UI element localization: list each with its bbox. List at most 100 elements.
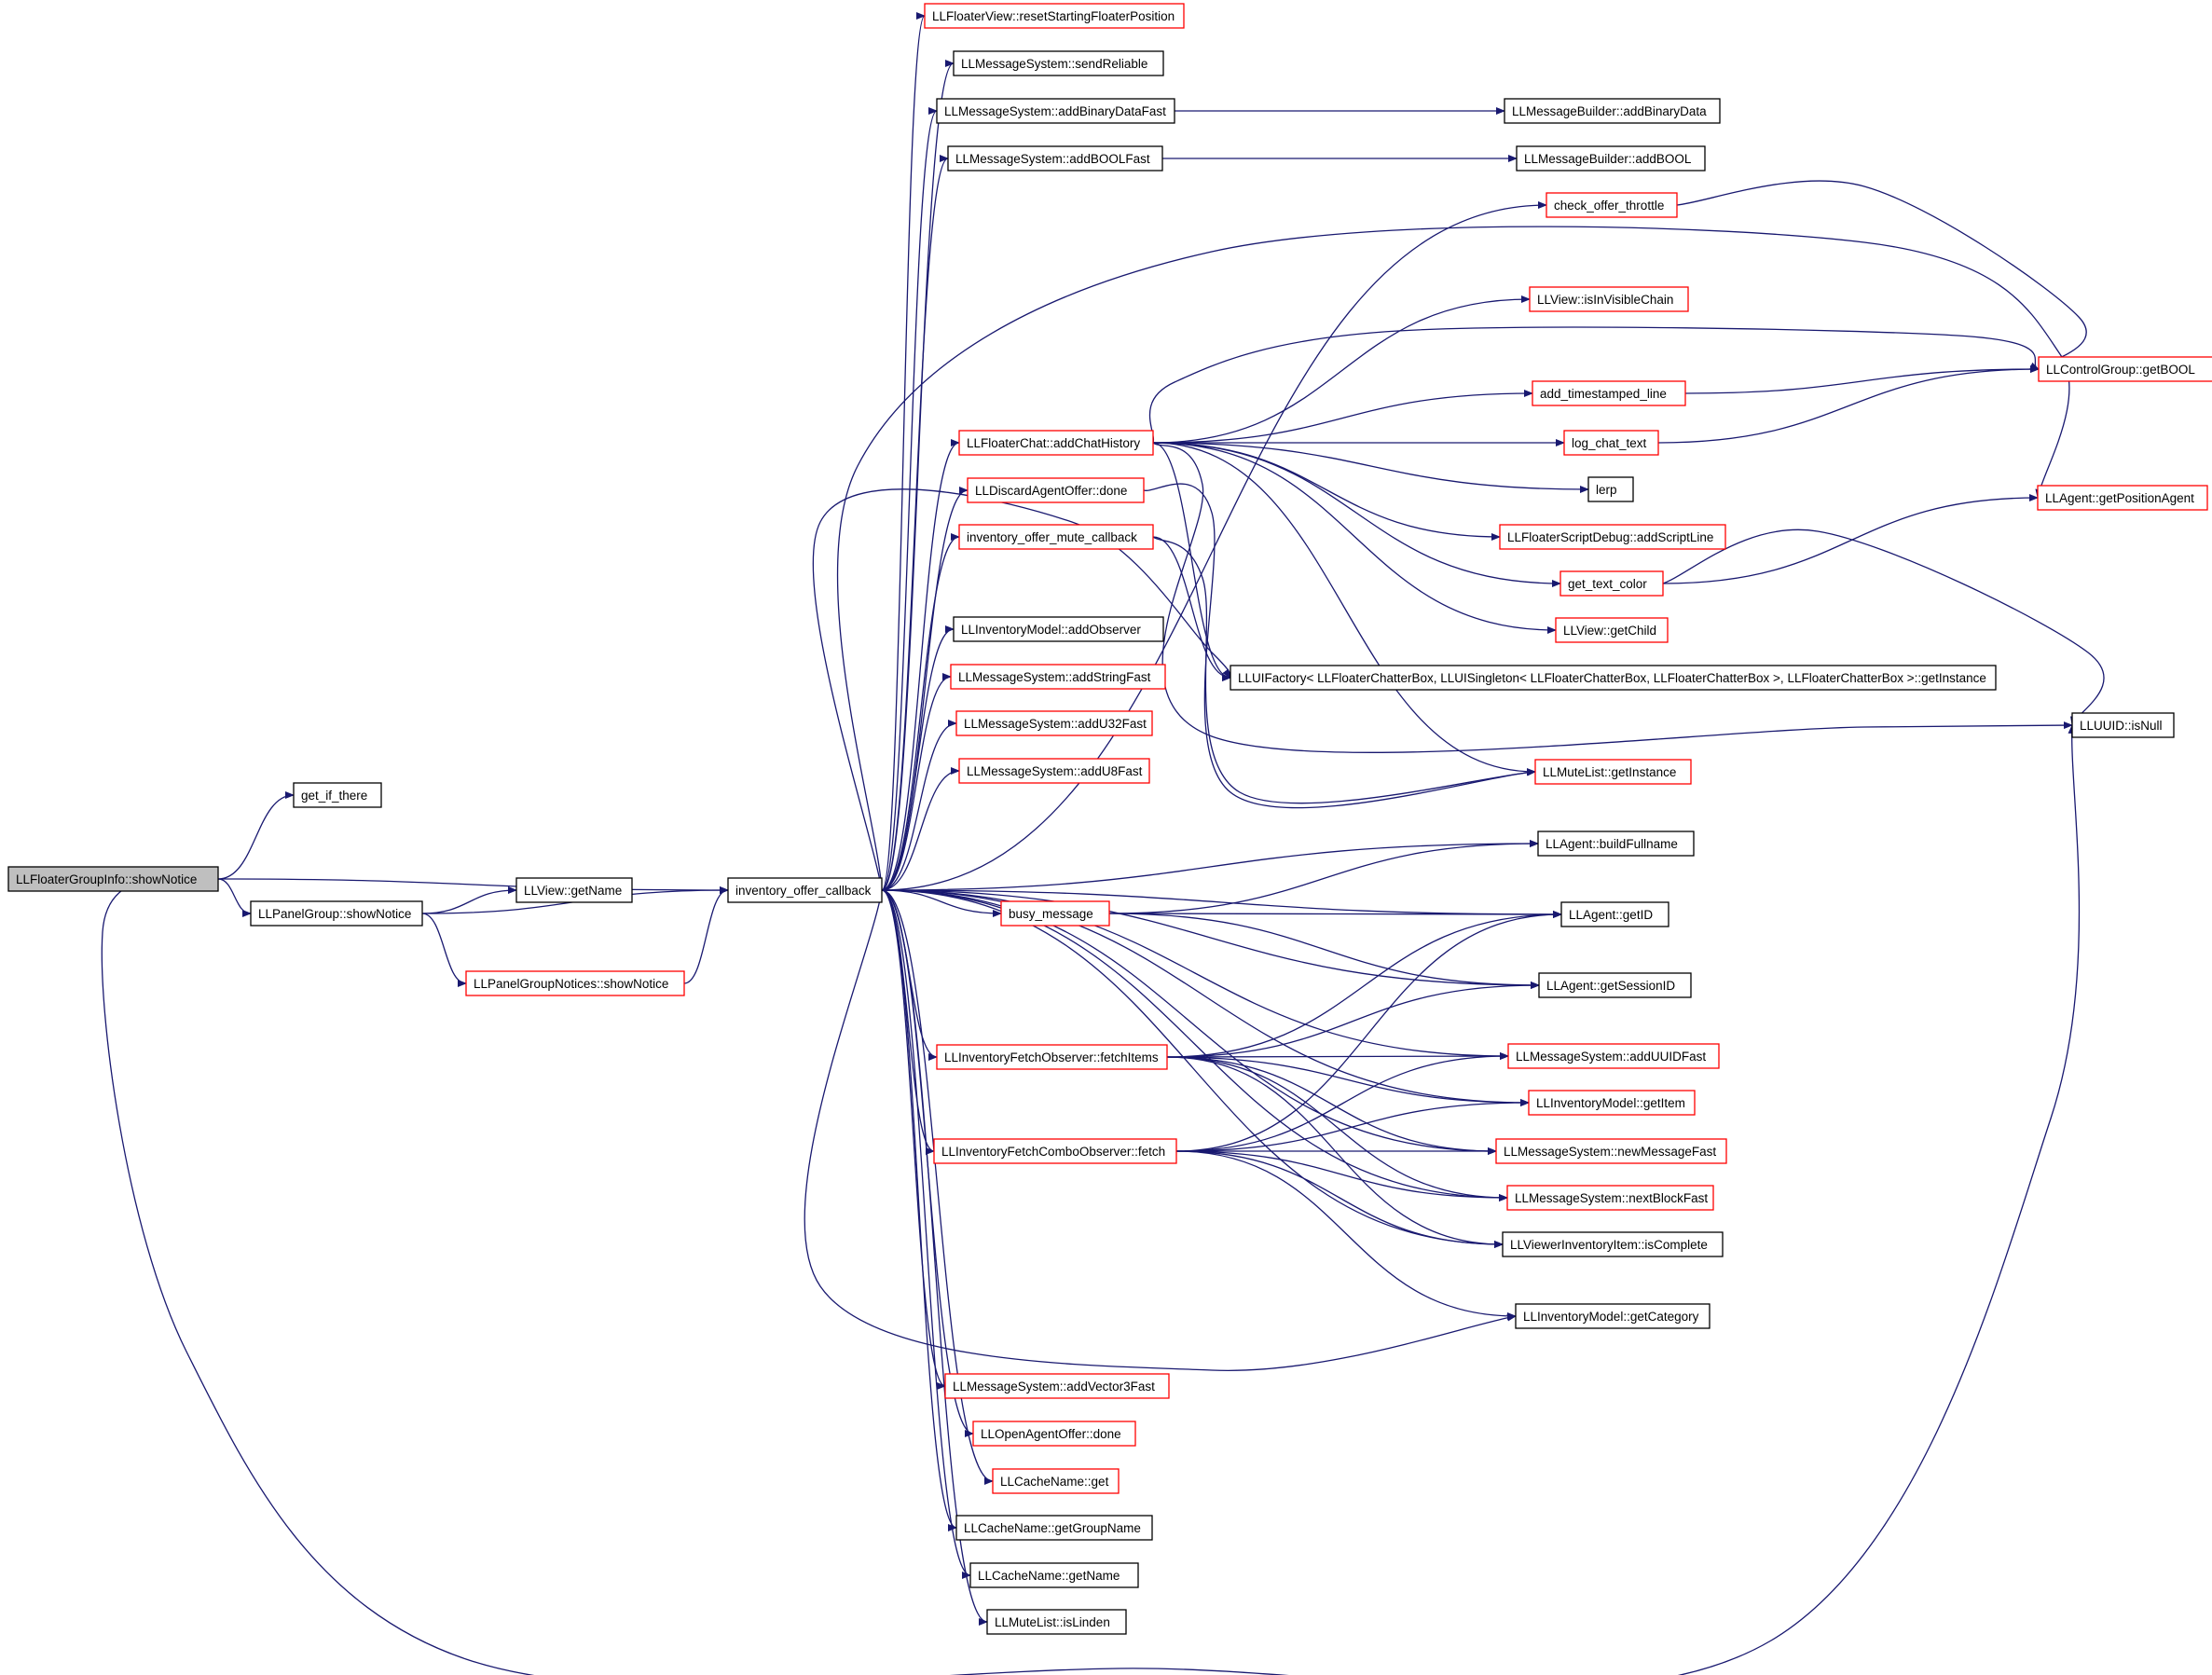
node-label: LLFloaterScriptDebug::addScriptLine [1507,530,1713,544]
edge-ioc-to-resetfloater [881,12,926,891]
node-viewgetname[interactable]: LLView::getName [515,877,633,903]
node-getpositionagent[interactable]: LLAgent::getPositionAgent [2037,485,2208,511]
node-addboolfast[interactable]: LLMessageSystem::addBOOLFast [947,145,1163,172]
edge-mutecallback-to-mutelistinstance [1152,536,1536,804]
edge-ioc-to-addbinarydatafast [881,107,938,891]
node-cachegetname[interactable]: LLCacheName::getName [969,1562,1139,1588]
node-label: LLDiscardAgentOffer::done [975,484,1127,498]
node-viewgetchild[interactable]: LLView::getChild [1555,617,1669,643]
node-openagentoffer[interactable]: LLOpenAgentOffer::done [972,1421,1136,1447]
node-mutelistinstance[interactable]: LLMuteList::getInstance [1534,759,1692,785]
node-adduuidfast[interactable]: LLMessageSystem::addUUIDFast [1507,1043,1720,1069]
edge-addchathistory-to-lerp [1152,442,1589,493]
edge-gettextcolor-to-getpositionagent [1662,494,2039,584]
node-label: lerp [1596,483,1617,497]
node-box [986,1609,1127,1635]
node-cachenameget[interactable]: LLCacheName::get [992,1468,1120,1494]
node-iscomplete[interactable]: LLViewerInventoryItem::isComplete [1502,1231,1724,1257]
node-addbool[interactable]: LLMessageBuilder::addBOOL [1516,145,1706,172]
node-nextblockfast[interactable]: LLMessageSystem::nextBlockFast [1506,1185,1714,1211]
node-combofetch[interactable]: LLInventoryFetchComboObserver::fetch [933,1138,1177,1164]
edge-combofetch-to-adduuidfast [1175,1052,1509,1152]
node-box [2038,356,2212,382]
node-box [515,877,633,903]
node-box [727,877,883,903]
node-box [953,616,1164,642]
node-getbool[interactable]: LLControlGroup::getBOOL [2038,356,2212,382]
node-getcategory[interactable]: LLInventoryModel::getCategory [1515,1303,1711,1329]
node-box [958,524,1154,550]
node-label: LLPanelGroup::showNotice [258,907,411,921]
node-fetchitems[interactable]: LLInventoryFetchObserver::fetchItems [936,1044,1168,1070]
node-agentgetid[interactable]: LLAgent::getID [1560,901,1669,927]
node-isnull[interactable]: LLUUID::isNull [2071,712,2175,738]
edge-ioc-to-getgroupname [881,889,957,1531]
edge-fetchitems-to-newmessagefast [1166,1056,1497,1155]
node-ioc[interactable]: inventory_offer_callback [727,877,883,903]
node-addu8fast[interactable]: LLMessageSystem::addU8Fast [958,758,1150,784]
node-addscriptline[interactable]: LLFloaterScriptDebug::addScriptLine [1499,524,1726,550]
node-box [1515,1303,1711,1329]
node-notices[interactable]: LLPanelGroupNotices::showNotice [465,970,685,996]
node-resetfloater[interactable]: LLFloaterView::resetStartingFloaterPosit… [924,3,1185,29]
edge-ioc-to-agentgetid [881,889,1562,918]
node-addvector3fast[interactable]: LLMessageSystem::addVector3Fast [944,1373,1170,1399]
node-addbinarydatafast[interactable]: LLMessageSystem::addBinaryDataFast [936,98,1175,124]
node-root[interactable]: LLFloaterGroupInfo::showNotice [7,866,219,892]
edge-root-to-panelgroup [217,878,252,917]
edge-ioc-to-islinden [881,889,988,1626]
edge-busymessage-to-agentgetid [1108,910,1562,918]
node-addbinarydata[interactable]: LLMessageBuilder::addBinaryData [1504,98,1721,124]
edge-ioc-to-newmessagefast [881,889,1497,1155]
node-label: LLMessageSystem::addUUIDFast [1516,1050,1706,1064]
node-islinden[interactable]: LLMuteList::isLinden [986,1609,1127,1635]
node-buildfullname[interactable]: LLAgent::buildFullname [1537,831,1695,857]
node-label: LLInventoryFetchObserver::fetchItems [944,1050,1159,1064]
node-newmessagefast[interactable]: LLMessageSystem::newMessageFast [1495,1138,1727,1164]
node-addobserver[interactable]: LLInventoryModel::addObserver [953,616,1164,642]
edge-panelgroup-to-viewgetname [421,886,517,914]
node-label: LLFloaterChat::addChatHistory [967,436,1140,450]
node-label: LLAgent::getSessionID [1546,979,1675,993]
node-box [1230,665,1997,691]
node-label: LLMessageSystem::nextBlockFast [1515,1191,1708,1205]
node-gettextcolor[interactable]: get_text_color [1559,570,1664,597]
node-box [1000,900,1110,927]
node-busymessage[interactable]: busy_message [1000,900,1110,927]
edge-addchathistory-to-addtimestamped [1152,390,1533,444]
node-box [947,145,1163,172]
node-getgroupname[interactable]: LLCacheName::getGroupName [955,1515,1153,1541]
node-addstringfast[interactable]: LLMessageSystem::addStringFast [950,664,1166,690]
edge-addchathistory-to-uifactory [1152,442,1231,681]
edge-notices-to-ioc [683,886,729,984]
node-label: LLUUID::isNull [2080,719,2163,733]
edge-ioc-to-mutecallback [881,533,960,891]
node-label: LLCacheName::get [1000,1475,1109,1489]
edge-logchattext-to-getbool [1657,365,2040,444]
node-label: LLControlGroup::getBOOL [2046,363,2195,377]
node-addchathistory[interactable]: LLFloaterChat::addChatHistory [958,430,1154,456]
node-getsessionid[interactable]: LLAgent::getSessionID [1538,972,1692,998]
node-box [1546,192,1678,218]
node-box [958,758,1150,784]
node-sendreliable[interactable]: LLMessageSystem::sendReliable [953,50,1164,76]
node-discarddone[interactable]: LLDiscardAgentOffer::done [967,477,1145,503]
node-label: busy_message [1009,907,1093,921]
node-getitem[interactable]: LLInventoryModel::getItem [1528,1090,1696,1116]
node-uifactory[interactable]: LLUIFactory< LLFloaterChatterBox, LLUISi… [1230,665,1997,691]
node-mutecallback[interactable]: inventory_offer_mute_callback [958,524,1154,550]
node-getifthere[interactable]: get_if_there [293,782,382,808]
node-label: get_if_there [301,789,367,803]
node-lerp[interactable]: lerp [1587,476,1634,502]
edge-fetchitems-to-agentgetid [1166,911,1562,1058]
node-box [936,98,1175,124]
node-checkthrottle[interactable]: check_offer_throttle [1546,192,1678,218]
node-addu32fast[interactable]: LLMessageSystem::addU32Fast [955,710,1153,736]
node-logchattext[interactable]: log_chat_text [1563,430,1659,456]
node-box [924,3,1185,29]
node-addtimestamped[interactable]: add_timestamped_line [1532,380,1686,406]
node-box [1504,98,1721,124]
node-panelgroup[interactable]: LLPanelGroup::showNotice [250,900,423,927]
node-isinvisiblechain[interactable]: LLView::isInVisibleChain [1529,286,1689,312]
node-label: LLMessageSystem::addU32Fast [964,717,1147,731]
